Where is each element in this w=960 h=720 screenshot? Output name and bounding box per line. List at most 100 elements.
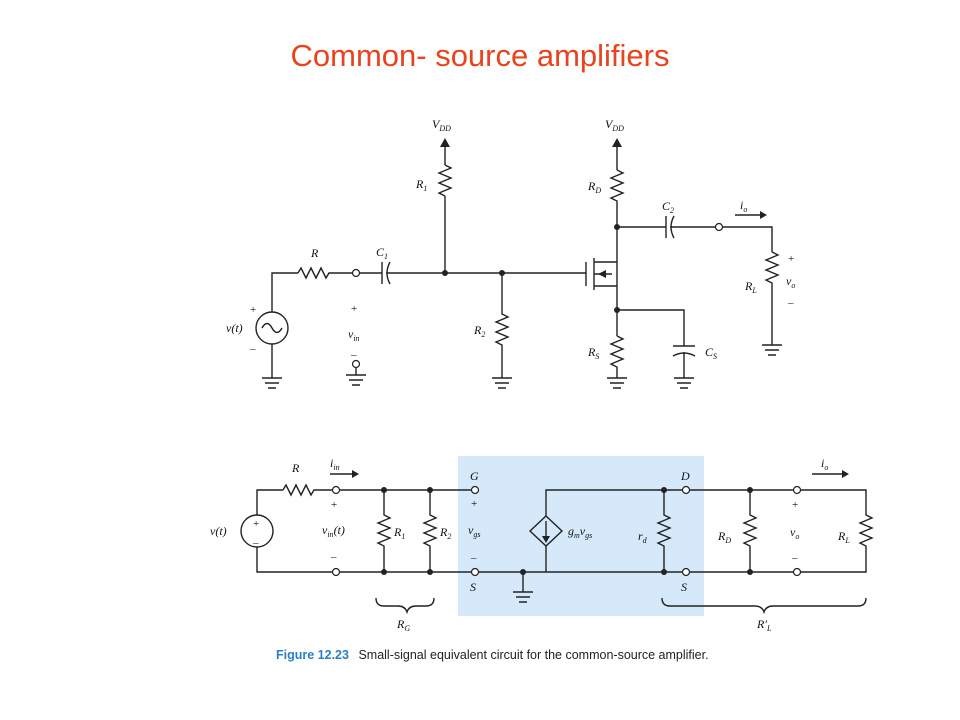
vo-label-top: vo xyxy=(786,274,795,290)
vo-terminal-bottom xyxy=(792,567,802,577)
vin-minus: – xyxy=(350,349,357,361)
vin-label-top: vin xyxy=(348,327,360,343)
vgs-minus: – xyxy=(470,552,477,564)
c1-label: C1 xyxy=(376,245,388,261)
source-minus-top: – xyxy=(249,343,256,355)
rl-resistor-bottom xyxy=(800,489,874,573)
source-label-bottom: v(t) xyxy=(210,524,227,538)
c2-label: C2 xyxy=(662,199,674,215)
vin-terminal-top xyxy=(331,485,341,495)
input-rails xyxy=(339,489,472,573)
figure-number: Figure 12.23 xyxy=(276,648,349,662)
rl-resistor-top xyxy=(764,251,780,345)
source-terminal-left xyxy=(470,567,480,577)
mosfet-arrow xyxy=(598,270,606,278)
vin-terminal xyxy=(351,268,361,278)
io-label-top: io xyxy=(740,198,747,214)
ground-icon-5 xyxy=(674,377,694,389)
drain-terminal xyxy=(681,485,691,495)
dependent-current-source xyxy=(528,515,564,547)
small-signal-equivalent-circuit: + – v(t) R iin + vin(t) – R1 R2 G + vgs xyxy=(210,456,874,633)
iin-label: iin xyxy=(330,456,340,472)
c1-capacitor xyxy=(359,261,445,285)
common-source-amplifier-schematic: VDD R1 v(t) + – R C1 + vin – R2 xyxy=(226,117,795,389)
r-resistor-top xyxy=(297,266,354,280)
rl-prime-brace xyxy=(661,597,867,615)
ground-icon-1 xyxy=(262,377,282,389)
rd-small-resistor xyxy=(656,490,672,572)
rl-prime-label: R′L xyxy=(756,617,772,633)
vdd-right-arrow xyxy=(612,138,622,147)
r-label-top: R xyxy=(310,246,319,260)
ground-icon-2 xyxy=(346,368,366,386)
output-rails xyxy=(689,489,793,573)
sine-icon xyxy=(261,322,283,334)
io-label-bottom: io xyxy=(821,456,828,472)
ground-icon-4 xyxy=(607,377,627,389)
r1-label: R1 xyxy=(415,177,427,193)
source-label-right: S xyxy=(681,580,687,594)
source-minus-bottom: – xyxy=(252,537,259,549)
rd-label-bottom: RD xyxy=(717,529,731,545)
vdd-left-label: VDD xyxy=(432,117,451,133)
cs-label: CS xyxy=(705,345,717,361)
r2-resistor xyxy=(494,273,510,378)
vo-minus-bottom: – xyxy=(791,552,798,564)
vo-minus-top: – xyxy=(787,297,794,309)
vin-neg-terminal xyxy=(351,359,361,369)
vgs-plus: + xyxy=(471,498,477,510)
source-plus-top: + xyxy=(250,304,256,316)
fet-model-highlight xyxy=(458,456,704,616)
cs-capacitor xyxy=(617,309,696,378)
ground-icon-3 xyxy=(492,377,512,389)
figure-caption: Figure 12.23 Small-signal equivalent cir… xyxy=(276,648,709,662)
source-plus-bottom: + xyxy=(253,518,259,530)
bottom-source-bottom-wire xyxy=(256,547,332,573)
bottom-source-top-wire xyxy=(256,489,283,515)
vo-terminal-top xyxy=(792,485,802,495)
vgs-label: vgs xyxy=(468,523,480,539)
rd-small-label: rd xyxy=(638,529,648,545)
rg-label: RG xyxy=(396,617,410,633)
r2-label: R2 xyxy=(473,323,485,339)
vin-terminal-bottom xyxy=(331,567,341,577)
rs-resistor xyxy=(609,335,625,378)
vin-plus-bottom: + xyxy=(331,499,337,511)
caption-text: Small-signal equivalent circuit for the … xyxy=(358,648,709,662)
vdd-left-arrow xyxy=(440,138,450,147)
output-wire xyxy=(722,226,773,252)
r1-resistor xyxy=(437,164,453,197)
dep-arrowhead xyxy=(542,536,550,543)
vin-minus-bottom: – xyxy=(330,551,337,563)
rl-label-top: RL xyxy=(744,279,757,295)
rs-label: RS xyxy=(587,345,599,361)
rl-label-bottom: RL xyxy=(837,529,850,545)
dep-source-wires xyxy=(545,489,682,572)
r-label-bottom: R xyxy=(291,461,300,475)
rd-label: RD xyxy=(587,179,601,195)
c2-capacitor xyxy=(617,215,716,239)
iin-arrowhead xyxy=(352,470,359,478)
ground-icon-6 xyxy=(762,344,782,356)
ground-icon-bottom xyxy=(513,572,533,603)
vo-plus-bottom: + xyxy=(792,499,798,511)
gate-terminal xyxy=(470,485,480,495)
gate-label: G xyxy=(470,469,479,483)
vo-plus-top: + xyxy=(788,253,794,265)
drain-label: D xyxy=(680,469,690,483)
rd-resistor-bottom xyxy=(742,490,758,572)
source-top-wire xyxy=(271,272,298,312)
r1-resistor-bottom xyxy=(376,490,392,572)
r1-label-bottom: R1 xyxy=(393,525,405,541)
vin-plus: + xyxy=(351,303,357,315)
vdd-right-label: VDD xyxy=(605,117,624,133)
rd-resistor xyxy=(609,169,625,262)
gm-vgs-label: gmvgs xyxy=(568,524,592,540)
source-label-left: S xyxy=(470,580,476,594)
vo-label-bottom: vo xyxy=(790,525,799,541)
output-terminal xyxy=(714,222,724,232)
r-resistor-bottom xyxy=(282,483,332,497)
io-arrowhead-bottom xyxy=(842,470,849,478)
source-label-top: v(t) xyxy=(226,321,243,335)
